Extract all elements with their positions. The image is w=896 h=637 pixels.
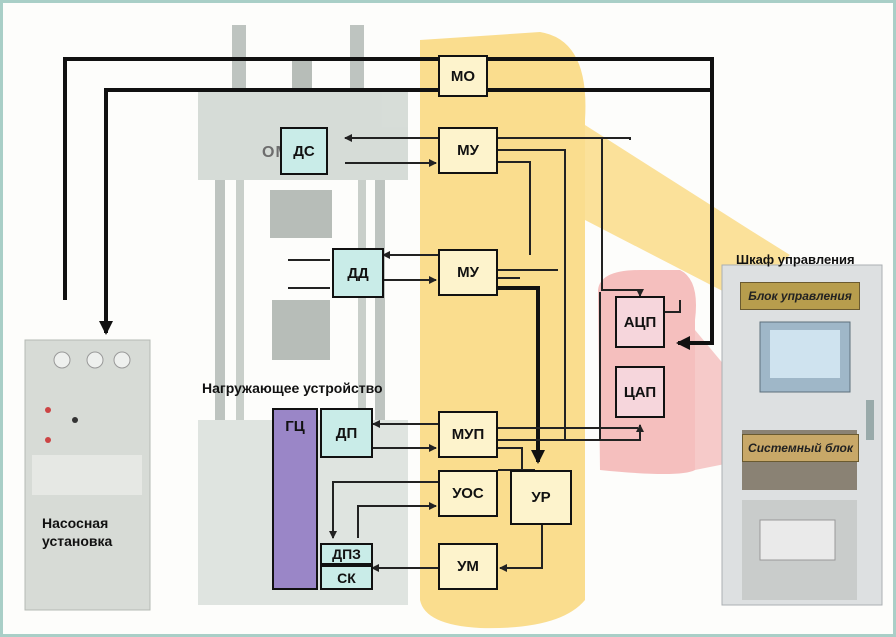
uos-block: УОС (438, 470, 498, 517)
band-cabinet-connector (585, 125, 790, 300)
mu-block-middle: МУ (438, 249, 498, 296)
control-cabinet-label: Шкаф управления (736, 252, 855, 267)
mu-block-top: МУ (438, 127, 498, 174)
sk-block: СК (320, 565, 373, 590)
acp-block: АЦП (615, 296, 665, 348)
um-block: УМ (438, 543, 498, 590)
gc-cylinder: ГЦ (272, 408, 318, 590)
pump-cabinet-illustration (24, 339, 151, 611)
mo-block: МО (438, 55, 488, 97)
electronics-band (420, 32, 586, 629)
thick-lines (63, 57, 714, 464)
mup-block: МУП (438, 411, 498, 458)
control-unit-label: Блок управления (740, 282, 860, 310)
ds-block: ДС (280, 127, 328, 175)
dp-block: ДП (320, 408, 373, 458)
dpz-block: ДПЗ (320, 543, 373, 565)
ur-block: УР (510, 470, 572, 525)
loading-device-label: Нагружающее устройство (202, 380, 383, 396)
system-unit-label: Системный блок (742, 434, 859, 462)
dd-block: ДД (332, 248, 384, 298)
cap-block: ЦАП (615, 366, 665, 418)
pump-unit-label: Насосная установка (42, 515, 113, 549)
signal-lines (288, 134, 681, 572)
